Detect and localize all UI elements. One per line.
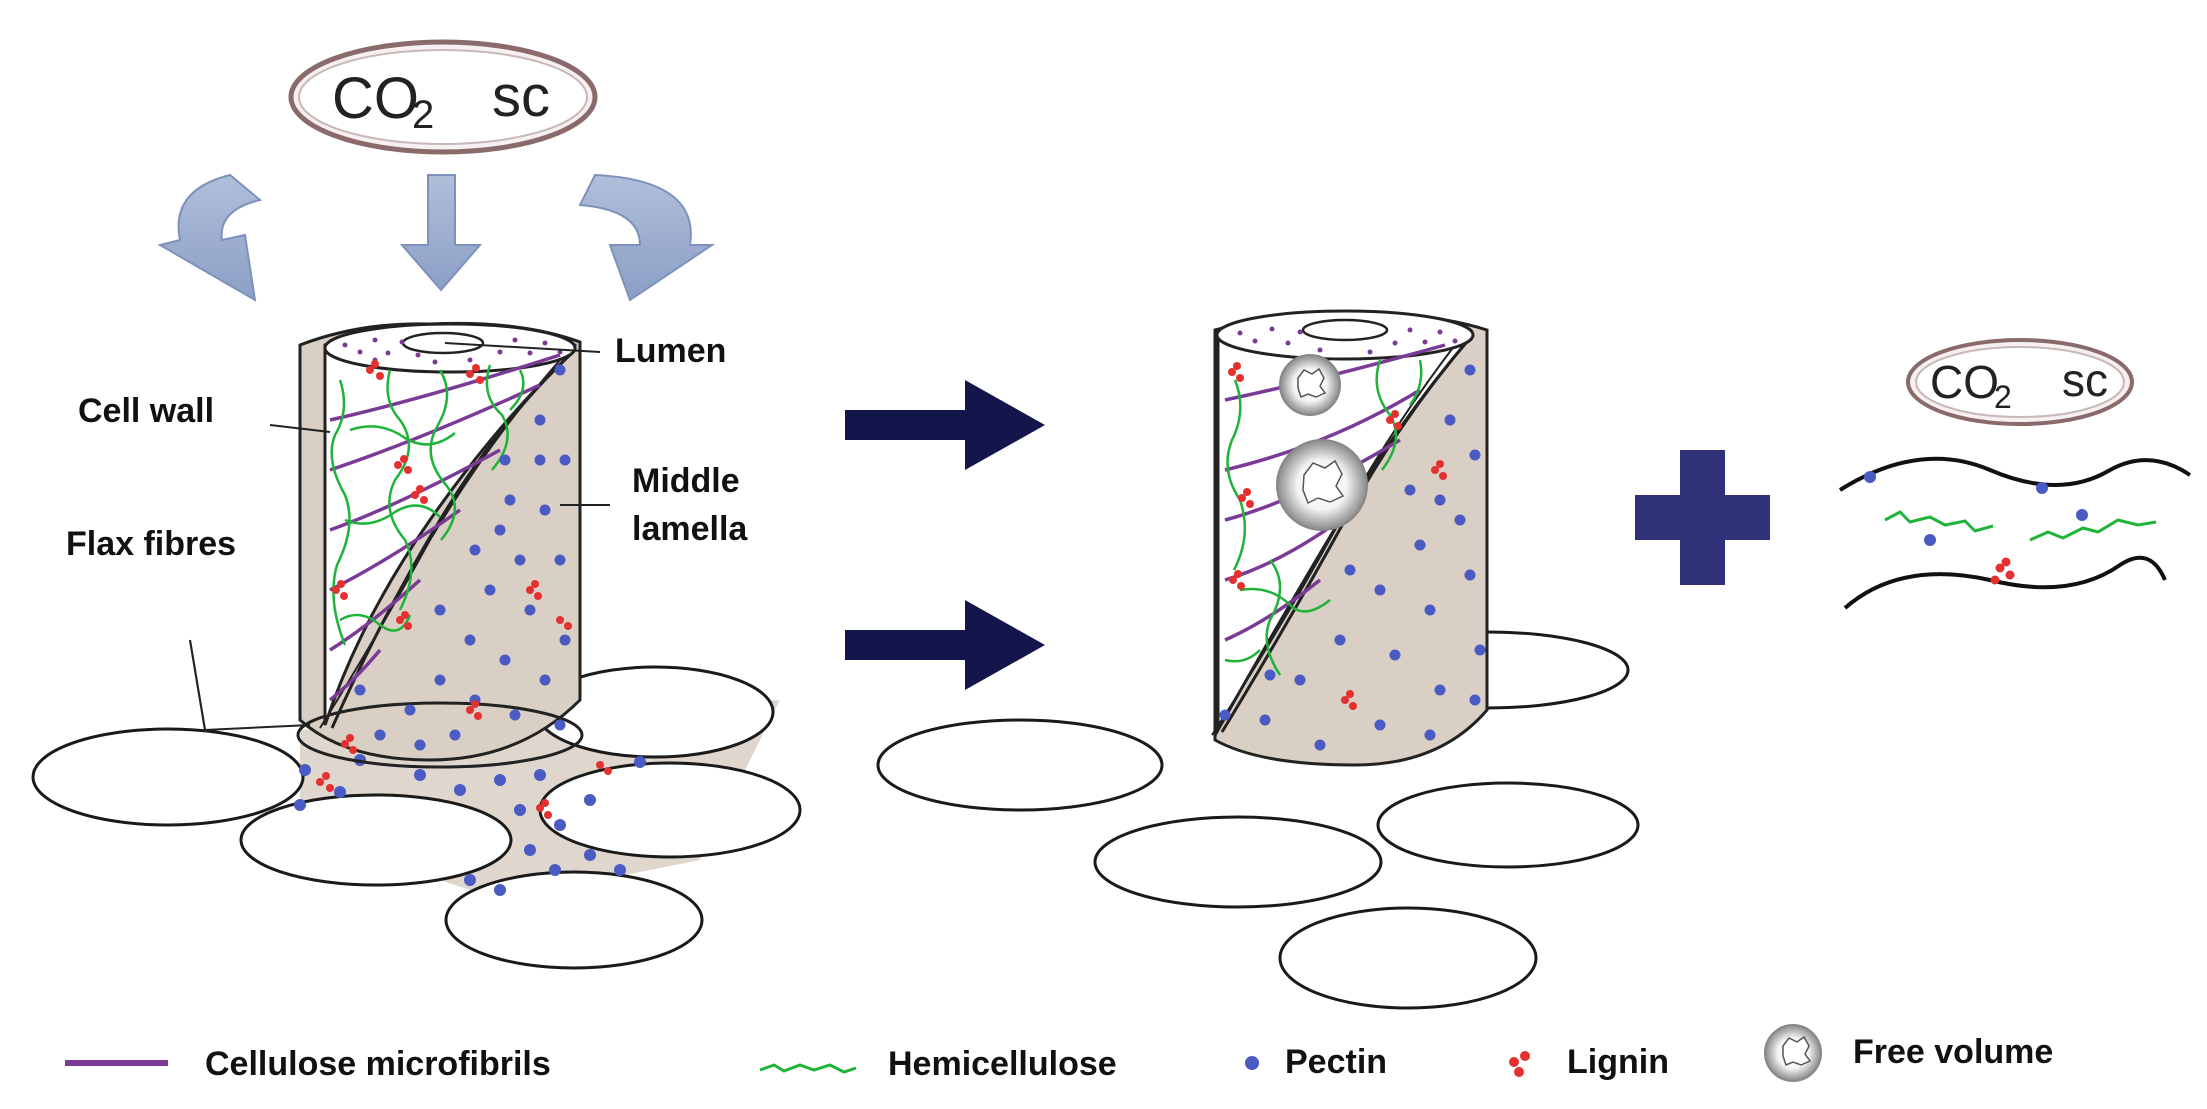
fibre-oval	[1278, 906, 1538, 1010]
left-matrix-pectin	[294, 754, 646, 896]
fibre-oval	[1093, 815, 1383, 909]
fibre-oval	[239, 793, 513, 887]
legend-item-free-volume: Free volume	[1764, 1024, 2053, 1082]
co2-sc-badge-right: CO 2 sc	[1906, 338, 2134, 426]
co2-main-text: CO	[332, 66, 419, 131]
label-leader-lines	[189, 342, 610, 732]
co2-suffix: sc	[2062, 354, 2108, 406]
process-arrow-top	[845, 380, 1045, 470]
lignin-swatch	[1509, 1051, 1530, 1077]
label-lumen: Lumen	[615, 332, 726, 370]
legend-label-lignin: Lignin	[1567, 1043, 1669, 1081]
extracted-components	[1838, 456, 2192, 610]
label-flax-fibres: Flax fibres	[66, 525, 236, 563]
co2-sc-badge-top: CO 2 sc	[288, 39, 598, 155]
label-cell-wall: Cell wall	[78, 392, 214, 430]
fibre-oval	[538, 761, 802, 859]
curved-arrow-left	[157, 173, 263, 302]
co2-main-text: CO	[1930, 356, 1999, 408]
hemicellulose-swatch	[759, 1063, 857, 1074]
legend-label-hemicellulose: Hemicellulose	[888, 1045, 1117, 1083]
legend-item-hemicellulose: Hemicellulose	[759, 1045, 1117, 1083]
co2-subscript: 2	[412, 93, 434, 137]
co2-suffix: sc	[492, 64, 550, 129]
legend-item-pectin: Pectin	[1245, 1043, 1387, 1081]
fibre-oval	[31, 727, 305, 827]
co2-flow-arrows	[157, 173, 716, 302]
left-fibre-cylinder	[296, 321, 584, 769]
left-matrix-lignin	[316, 761, 612, 819]
legend-label-pectin: Pectin	[1285, 1043, 1387, 1081]
pectin-swatch	[1245, 1056, 1259, 1070]
straight-arrow-down	[399, 174, 483, 292]
left-labels: Lumen Cell wall Middle lamella Flax fibr…	[66, 332, 748, 563]
legend-label-free-volume: Free volume	[1853, 1033, 2053, 1071]
process-arrows	[845, 380, 1045, 690]
legend-item-cellulose: Cellulose microfibrils	[65, 1045, 551, 1083]
plus-sign	[1635, 450, 1770, 585]
co2-subscript: 2	[1994, 379, 2012, 415]
free-volume-holes	[1276, 354, 1368, 531]
fibre-oval	[876, 718, 1164, 812]
curved-arrow-right	[578, 173, 716, 302]
label-middle-lamella-line1: Middle	[632, 462, 740, 500]
legend-item-lignin: Lignin	[1509, 1043, 1669, 1081]
legend: Cellulose microfibrils Hemicellulose Pec…	[65, 1024, 2053, 1083]
process-arrow-bottom	[845, 600, 1045, 690]
label-middle-lamella-line2: lamella	[632, 510, 748, 548]
legend-label-cellulose: Cellulose microfibrils	[205, 1045, 551, 1083]
right-fibre-cylinder	[1211, 309, 1489, 767]
fibre-oval	[444, 870, 704, 970]
fibre-oval	[1376, 781, 1640, 869]
